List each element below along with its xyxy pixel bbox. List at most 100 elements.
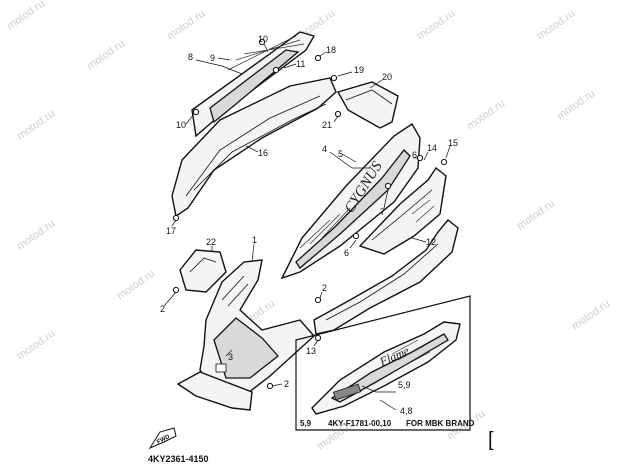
inset-variant-box: Flame 5,9 4,8 5,9 4KY-F1781-00,10 FOR MB… [295,295,475,431]
callout-19: 19 [354,65,364,75]
watermark: motod.ru [415,8,457,43]
callout-18: 18 [326,45,336,55]
leader-line [333,115,339,123]
screw-icon [384,182,392,190]
watermark: motod.ru [165,8,207,43]
screw-icon [314,296,322,304]
rail-cover-left [171,31,337,218]
watermark: motod.ru [15,328,57,363]
leader-line [225,349,233,357]
inset-hatch [391,339,431,367]
side-panel-contour [193,103,327,191]
callout-2: 2 [322,283,327,293]
callout-11: 11 [296,59,305,69]
inset-footer-refs: 5,9 [300,419,312,428]
tail-bar-part-20 [336,81,399,129]
watermark: motod.ru [85,38,127,73]
screw-icon [266,382,274,390]
badge-slot [215,363,227,373]
callout-10: 10 [258,34,268,44]
leader-line [185,113,195,125]
leader-line [423,151,429,161]
leg-shield-panel [213,317,279,379]
leader-line [411,237,427,243]
callouts: 8 9 10 11 18 19 20 10 21 16 4 5 6 14 15 … [160,34,458,389]
diagram-code: 4KY2361-4150 [148,454,209,464]
screw-icon [192,108,200,116]
leader-line [361,385,396,393]
inset-decal-plate [332,383,362,401]
screw-icon [334,110,342,118]
leader-line [263,43,269,53]
rail-cover-hatch [227,35,305,71]
watermark: motod.ru [5,0,47,32]
leg-shield-part-1 [199,259,315,397]
callout-6: 6 [412,150,417,160]
leader-line [171,219,177,227]
screw-icon [172,214,180,222]
leader-line [349,239,357,249]
screw-icon [314,334,322,342]
body-cover-part-4 [280,123,421,280]
body-cover-stripe [295,149,411,269]
inset-footer-note: FOR MBK BRAND [406,419,475,428]
leader-line [245,145,259,153]
callout-9: 9 [210,53,215,63]
rear-cover-hatch [411,199,435,223]
screw-icon [352,232,360,240]
leader-line [313,339,319,347]
fwd-arrow-icon: FWD [148,427,177,450]
rear-right-contour [325,243,439,321]
body-cover-hatch [299,207,351,249]
callout-16: 16 [258,148,268,158]
floor-board [176,371,253,411]
leader-line [319,51,327,57]
callout-15: 15 [448,138,458,148]
screw-icon [172,286,180,294]
leader-line [271,383,283,387]
callout-13: 13 [306,346,316,356]
callout-22: 22 [206,237,216,247]
tail-bar-body [336,81,399,129]
callout-2: 2 [160,304,165,314]
inset-cover-stripe [330,333,449,403]
screw-icon [416,154,424,162]
callout-17: 17 [166,226,176,236]
floor-board-body [176,371,253,411]
callout-6: 6 [344,248,349,258]
leader-line [217,57,231,61]
callout-21: 21 [322,120,332,130]
leader-line [329,151,370,169]
tail-bar-contour [345,89,393,105]
watermark: motod.ru [15,108,57,143]
leader-line [195,59,243,75]
screw-icon [258,38,266,46]
watermark: motod.ru [115,268,157,303]
callout-4: 4 [322,144,327,154]
callout-3: 3 [228,352,233,362]
screw-icon [330,74,338,82]
screw-icon [272,66,280,74]
inset-footer-code: 4KY-F1781-00,10 [328,419,392,428]
front-cap-part-22 [179,249,227,293]
watermark: motod.ru [515,198,557,233]
leader-line [163,291,177,307]
watermark: motod.ru [465,98,507,133]
watermark: motod.ru [555,88,597,123]
leader-line [251,243,255,263]
leader-line [369,79,383,89]
leader-line [379,399,397,411]
leader-line [319,291,323,299]
front-cap-contour [189,257,217,273]
side-panel-part-16 [171,77,337,218]
screw-icon [440,158,448,166]
callout-8: 8 [188,52,193,62]
callout-5: 5 [338,149,343,159]
leader-line [383,189,389,209]
watermark: motod.ru [535,8,577,43]
callout-1: 1 [252,235,257,245]
side-panel-contour [185,95,321,197]
callout-14: 14 [427,143,437,153]
leg-shield-contour [221,275,249,307]
